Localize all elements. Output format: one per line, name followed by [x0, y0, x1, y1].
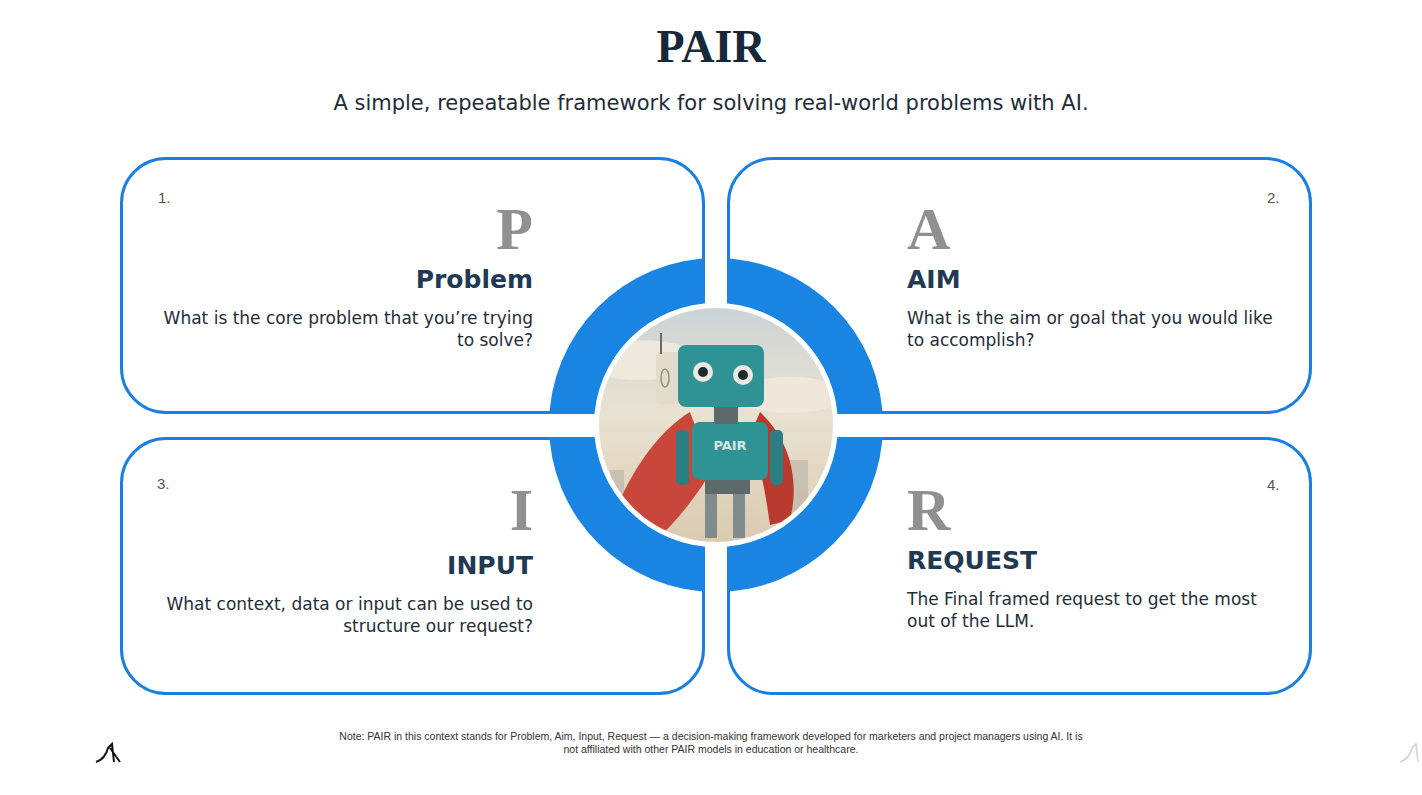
- step-description: What context, data or input can be used …: [163, 593, 533, 637]
- diagram-title: PAIR: [0, 20, 1422, 74]
- step-heading: REQUEST: [907, 547, 1277, 574]
- step-letter: P: [163, 199, 533, 259]
- step-heading: Problem: [163, 266, 533, 293]
- step-number: 3.: [157, 476, 170, 492]
- step-description: The Final framed request to get the most…: [907, 588, 1277, 632]
- step-description: What is the aim or goal that you would l…: [907, 307, 1277, 351]
- ring: [549, 258, 883, 592]
- step-heading: INPUT: [163, 552, 533, 579]
- chest-label: PAIR: [713, 438, 746, 453]
- step-number: 2.: [1267, 190, 1280, 206]
- step-number: 4.: [1267, 477, 1280, 493]
- diagram-caption: A simple, repeatable framework for solvi…: [0, 89, 1422, 117]
- step-letter: I: [163, 480, 533, 540]
- logo-mark: [1400, 744, 1418, 762]
- step-description: What is the core problem that you’re try…: [163, 307, 533, 351]
- step-number: 1.: [158, 190, 171, 206]
- step-letter: R: [907, 480, 1277, 540]
- robot-image: PAIR: [580, 300, 850, 550]
- step-heading: AIM: [907, 266, 1277, 293]
- footnote: Note: PAIR in this context stands for Pr…: [331, 730, 1091, 756]
- logo-mark: [96, 744, 120, 762]
- step-letter: A: [907, 199, 1277, 259]
